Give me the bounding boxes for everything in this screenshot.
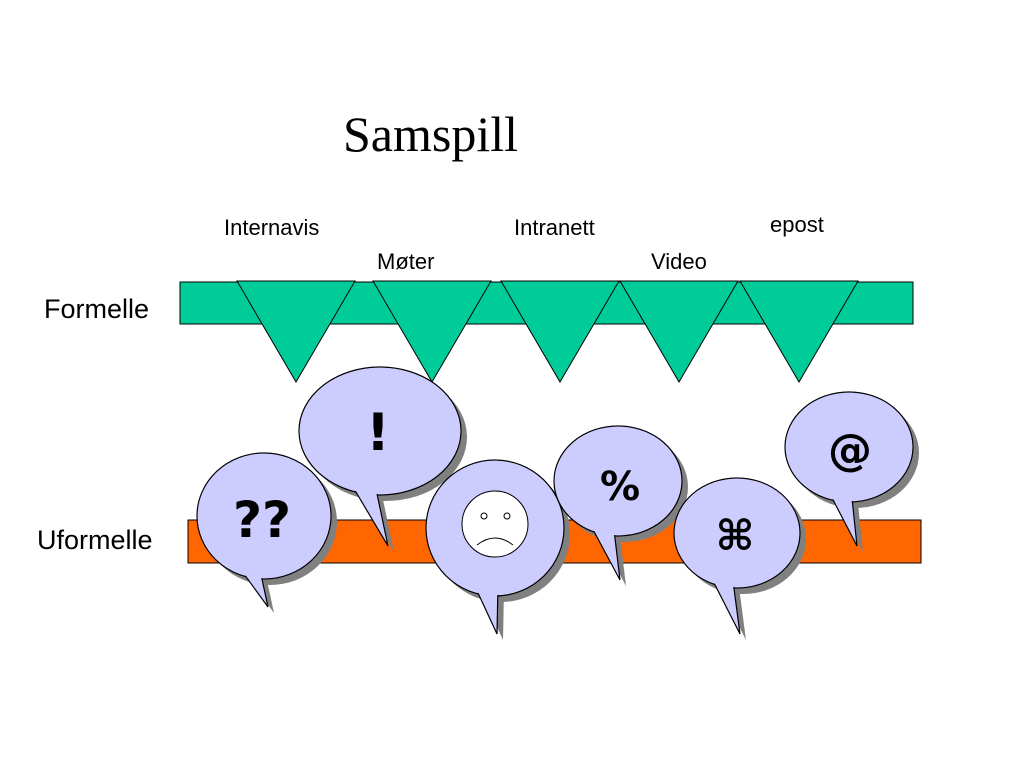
channel-marker-internavis [236, 280, 356, 383]
channel-label-intranett: Intranett [514, 215, 595, 240]
percent-icon: % [600, 464, 640, 510]
channel-marker-moter [372, 280, 492, 383]
channel-label-moter: Møter [377, 249, 435, 274]
speech-bubble-at: @ [784, 391, 919, 552]
command-key-icon: ⌘ [716, 511, 755, 560]
slide-title: Samspill [343, 106, 519, 162]
row-label-formal: Formelle [44, 294, 150, 324]
channel-marker-intranett [500, 280, 620, 383]
channel-label-video: Video [651, 249, 707, 274]
speech-bubble-question: ?? [196, 452, 337, 613]
at-sign-icon: @ [828, 425, 872, 476]
speech-bubble-exclamation: ! [298, 366, 467, 552]
row-label-informal: Uformelle [37, 525, 153, 555]
channel-marker-epost [739, 280, 859, 383]
sad-face-icon [461, 490, 529, 558]
speech-bubble-sad-face [425, 459, 570, 640]
speech-bubble-command: ⌘ [673, 477, 806, 640]
channel-label-internavis: Internavis [224, 215, 320, 240]
speech-bubble-percent: % [553, 425, 688, 586]
exclamation-icon: ! [366, 403, 390, 463]
channel-label-epost: epost [770, 212, 824, 237]
question-marks-icon: ?? [233, 491, 291, 549]
channel-marker-video [619, 280, 739, 383]
